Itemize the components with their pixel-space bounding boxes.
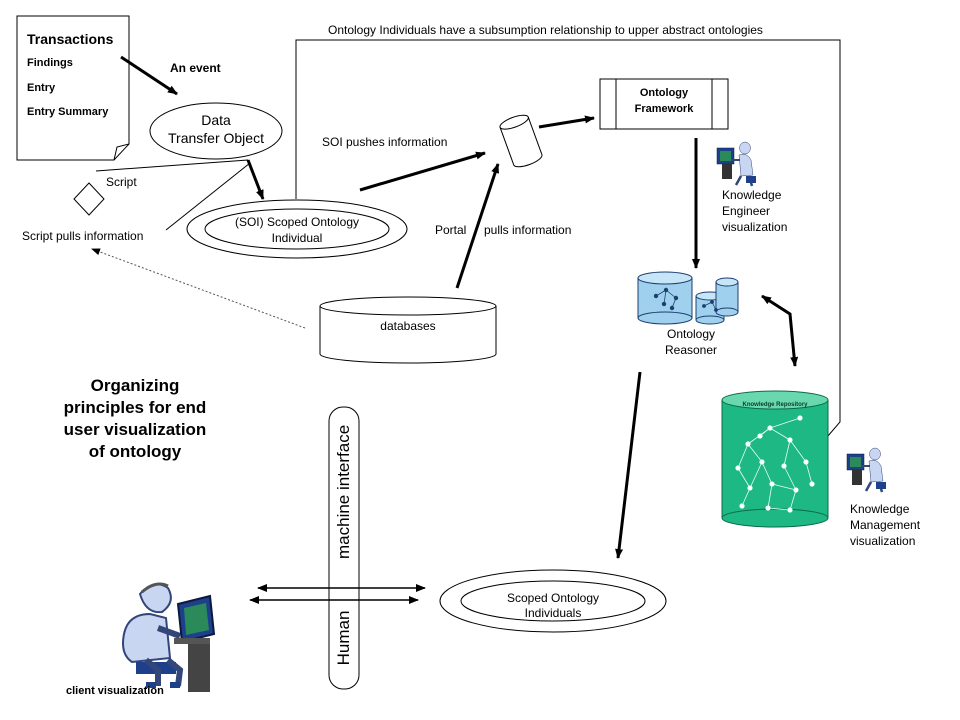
- document-title: Transactions: [27, 31, 114, 47]
- document-item-entry-summary: Entry Summary: [27, 106, 109, 118]
- repository-network-edge: [767, 483, 773, 509]
- knowledge-repository-label: Knowledge Repository: [742, 402, 808, 408]
- repository-network-node: [759, 459, 765, 465]
- repository-network-node: [787, 437, 793, 443]
- knowledge-management-line2: Management: [850, 518, 921, 532]
- soi-inner-ellipse: [204, 208, 390, 250]
- hmi-human-label: Human: [334, 610, 353, 666]
- script-diamond: [73, 182, 105, 216]
- repository-network-edge: [789, 439, 807, 463]
- soi-outer-ellipse: [186, 199, 408, 259]
- ontology-reasoner-line1: Ontology: [666, 327, 716, 341]
- client-person-icon: [122, 582, 216, 692]
- dto-label-line2: Transfer Object: [168, 130, 264, 146]
- soi-pushes-label: SOI pushes information: [322, 135, 448, 149]
- soi-label-line2: Individual: [271, 231, 323, 245]
- repository-network-node: [745, 441, 751, 447]
- repository-network-node: [809, 481, 815, 487]
- portal-cylinder: [499, 114, 543, 168]
- scoped-individuals-inner-ellipse: [460, 580, 646, 622]
- knowledge-engineer-line1: Knowledge: [722, 188, 782, 202]
- subsumption-caption: Ontology Individuals have a subsumption …: [328, 23, 763, 37]
- repository-network-edge: [737, 443, 749, 469]
- dto-to-soi-arrow: [246, 159, 265, 200]
- repository-network-node: [769, 481, 775, 487]
- repository-network-node: [793, 487, 799, 493]
- repository-network-edge: [767, 507, 791, 511]
- organizing-principles-line3: user visualization: [63, 420, 207, 439]
- subsumption-line: [295, 39, 841, 458]
- document-fold: [113, 143, 130, 161]
- repository-network-edge: [741, 487, 751, 507]
- repository-network-node: [757, 433, 763, 439]
- dto-script-line-2: [165, 162, 251, 231]
- data-transfer-object-ellipse: [149, 102, 283, 160]
- repository-network-edge: [749, 461, 763, 489]
- event-arrow: [120, 55, 178, 96]
- knowledge-management-person-icon: [846, 447, 886, 493]
- repository-network-edge: [783, 439, 791, 467]
- ontology-framework-line2: Framework: [634, 103, 694, 115]
- soi-pushes-arrow: [359, 151, 486, 192]
- repository-network-edge: [747, 443, 763, 463]
- document-item-entry: Entry: [27, 82, 56, 94]
- ontology-reasoner-cylinders: [637, 271, 739, 325]
- ontology-reasoner-line2: Reasoner: [664, 343, 718, 357]
- knowledge-repository-cylinder: [721, 390, 829, 528]
- portal-pulls-arrow: [455, 163, 500, 289]
- knowledge-management-line1: Knowledge: [850, 502, 910, 516]
- repository-network-edge: [783, 465, 797, 491]
- repository-network-node: [739, 503, 745, 509]
- repository-network-node: [803, 459, 809, 465]
- repository-network-node: [767, 425, 773, 431]
- scoped-individuals-line1: Scoped Ontology: [506, 591, 600, 605]
- portal-pulls-label: pulls information: [484, 223, 572, 237]
- ontology-framework-line1: Ontology: [639, 87, 689, 99]
- organizing-principles-line4: of ontology: [88, 442, 182, 461]
- cylinder-to-framework-arrow: [538, 115, 595, 129]
- repository-network-edge: [805, 461, 813, 485]
- dto-label-line1: Data: [201, 112, 231, 128]
- repository-network-node: [781, 463, 787, 469]
- repository-network-node: [735, 465, 741, 471]
- knowledge-engineer-line3: visualization: [722, 220, 788, 234]
- script-pulls-dotted-arrow: [91, 248, 306, 329]
- ontology-framework-box: [599, 78, 729, 130]
- transactions-document-shape: [16, 15, 130, 161]
- repository-network-edge: [789, 489, 797, 511]
- repository-network-edge: [737, 467, 751, 489]
- script-pulls-label: Script pulls information: [22, 229, 144, 243]
- human-machine-interface-bar: [328, 406, 360, 690]
- reasoner-to-individuals-arrow: [615, 371, 642, 559]
- repository-network-edge: [769, 417, 801, 429]
- dto-script-line-1: [95, 159, 249, 172]
- databases-label: databases: [380, 319, 436, 333]
- knowledge-engineer-person-icon: [716, 141, 756, 187]
- scoped-individuals-line2: Individuals: [524, 606, 582, 620]
- repository-network-edge: [761, 461, 773, 485]
- knowledge-engineer-line2: Engineer: [722, 204, 771, 218]
- organizing-principles-line2: principles for end: [63, 398, 207, 417]
- repository-network-node: [765, 505, 771, 511]
- databases-cylinder: [319, 296, 497, 364]
- repository-network-node: [747, 485, 753, 491]
- repository-network-edge: [769, 427, 791, 441]
- hmi-machine-label: machine interface: [334, 424, 353, 559]
- script-label: Script: [106, 175, 137, 189]
- repository-network-node: [797, 415, 803, 421]
- event-label: An event: [170, 61, 221, 75]
- organizing-principles-line1: Organizing: [90, 376, 180, 395]
- soi-label-line1: (SOI) Scoped Ontology: [234, 215, 360, 229]
- client-visualization-label: client visualization: [66, 685, 164, 697]
- portal-label: Portal: [435, 223, 467, 237]
- knowledge-management-line3: visualization: [850, 534, 916, 548]
- reasoner-repository-arrow: [761, 294, 799, 367]
- repository-network-node: [787, 507, 793, 513]
- document-item-findings: Findings: [27, 57, 73, 69]
- repository-network-edge: [771, 483, 797, 491]
